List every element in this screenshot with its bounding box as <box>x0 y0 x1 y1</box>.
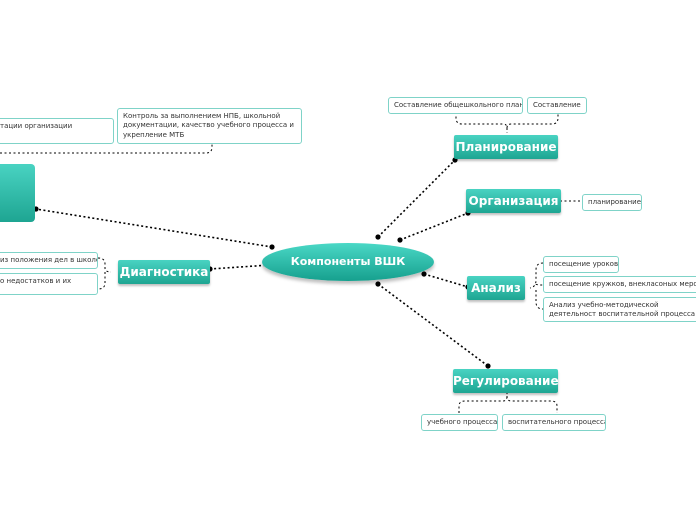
edge-diagnostics <box>209 264 271 270</box>
edge-analysis <box>423 273 469 288</box>
leaf-left-top-2[interactable]: Контроль за выполнением НПБ, школьной до… <box>117 108 302 144</box>
topic-left-partial[interactable] <box>0 164 35 222</box>
leaf-analysis-1[interactable]: посещение уроков <box>543 256 619 274</box>
leaf-left-top-1[interactable]: тации организации <box>0 118 114 144</box>
leaf-regulation-2[interactable]: воспитательного процесса <box>502 414 606 432</box>
central-topic[interactable]: Компоненты ВШК <box>262 243 434 281</box>
leaf-diagnostics-1[interactable]: из положения дел в школе <box>0 252 98 270</box>
edge-left-block <box>35 208 273 248</box>
leaf-organization-1[interactable]: планирование <box>582 194 642 212</box>
topic-planning[interactable]: Планирование <box>454 135 558 159</box>
edge-organization <box>399 212 469 241</box>
bracket-planning <box>455 112 559 133</box>
leaf-diagnostics-2[interactable]: о недостатков и их <box>0 273 98 295</box>
topic-organization[interactable]: Организация <box>466 189 561 213</box>
edge-planning <box>377 159 456 238</box>
bracket-regulation <box>458 392 558 413</box>
edge-regulation <box>377 283 489 367</box>
leaf-analysis-2[interactable]: посещение кружков, внекласоных меропр <box>543 276 696 294</box>
leaf-regulation-1[interactable]: учебного процесса <box>421 414 498 432</box>
leaf-planning-1[interactable]: Составление общешкольного плана <box>388 97 523 115</box>
topic-regulation[interactable]: Регулирование <box>453 369 559 393</box>
bracket-analysis <box>529 262 544 310</box>
leaf-analysis-3[interactable]: Анализ учебно-методической деятельност в… <box>543 297 696 322</box>
bracket-diagnostics <box>97 257 112 290</box>
leaf-planning-2[interactable]: Составление <box>527 97 587 115</box>
topic-diagnostics[interactable]: Диагностика <box>118 260 210 284</box>
bracket-left-top <box>0 143 213 154</box>
topic-analysis[interactable]: Анализ <box>467 276 525 300</box>
